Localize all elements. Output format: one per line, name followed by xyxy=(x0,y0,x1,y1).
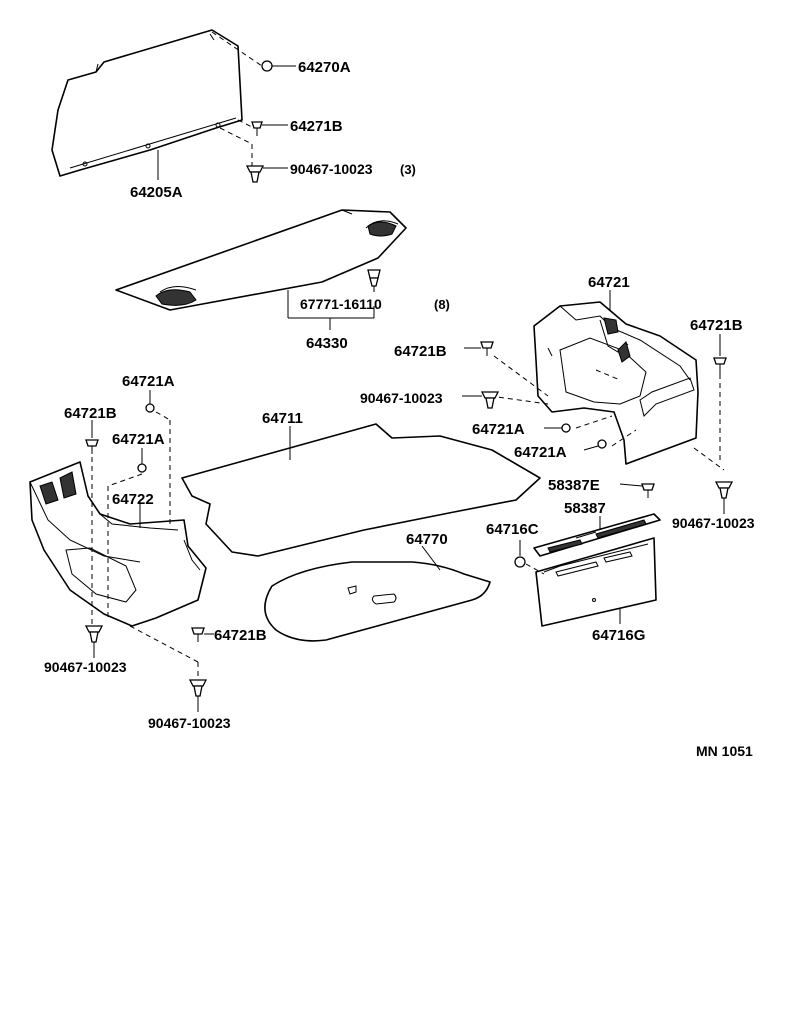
label-64330: 64330 xyxy=(306,335,348,352)
clip-64270A xyxy=(261,60,296,72)
clip-90467-l2 xyxy=(188,679,208,712)
label-64721B-l2: 64721B xyxy=(214,627,267,644)
trim-64722-left xyxy=(29,411,207,676)
clip-90467-r2 xyxy=(714,481,734,514)
label-64721B-r1: 64721B xyxy=(394,343,447,360)
label-90467-top: 90467-10023 xyxy=(290,161,373,177)
label-64722: 64722 xyxy=(112,491,154,508)
clip-64271B-top xyxy=(251,121,288,136)
label-90467-top-qty: (3) xyxy=(400,162,416,177)
label-90467-r2: 90467-10023 xyxy=(672,515,755,531)
label-64716C: 64716C xyxy=(486,521,539,538)
label-64271B: 64271B xyxy=(290,118,343,135)
label-58387: 58387 xyxy=(564,500,606,517)
trim-64721-right xyxy=(489,290,725,471)
clip-90467-r1 xyxy=(462,391,500,409)
label-64205A: 64205A xyxy=(130,184,183,201)
clip-64721A-r1 xyxy=(544,423,571,433)
clip-90467-l1 xyxy=(84,625,104,658)
label-64721: 64721 xyxy=(588,274,630,291)
board-64770 xyxy=(264,545,491,642)
clip-67771 xyxy=(367,269,381,292)
clip-64716C xyxy=(514,540,545,575)
clip-90467-top xyxy=(245,165,288,183)
clip-64721A-r2 xyxy=(583,439,607,451)
tray-64330 xyxy=(115,209,407,311)
trim-64716G xyxy=(535,537,657,627)
mat-64711 xyxy=(181,423,541,557)
panel-64205A xyxy=(51,29,263,177)
clip-64721B-r2 xyxy=(713,334,727,374)
clip-64721A-l2 xyxy=(137,448,147,473)
label-64721B-r2: 64721B xyxy=(690,317,743,334)
clip-64721A-l1 xyxy=(145,390,155,413)
label-64270A: 64270A xyxy=(298,59,351,76)
label-67771: 67771-16110 xyxy=(300,296,382,312)
label-90467-r1: 90467-10023 xyxy=(360,390,443,406)
label-64721A-r1: 64721A xyxy=(472,421,525,438)
clip-64721B-r1 xyxy=(464,341,494,356)
label-64716G: 64716G xyxy=(592,627,645,644)
sill-58387 xyxy=(533,513,661,557)
diagram-code: MN 1051 xyxy=(696,743,753,759)
label-64721A-l1: 64721A xyxy=(122,373,175,390)
label-64721B-l1: 64721B xyxy=(64,405,117,422)
label-64770: 64770 xyxy=(406,531,448,548)
clip-64721B-l2 xyxy=(191,627,214,642)
label-67771-qty: (8) xyxy=(434,297,450,312)
label-90467-l2: 90467-10023 xyxy=(148,715,231,731)
label-90467-l1: 90467-10023 xyxy=(44,659,127,675)
label-64711: 64711 xyxy=(262,410,303,427)
label-58387E: 58387E xyxy=(548,477,600,494)
clip-58387E xyxy=(619,483,655,498)
label-64721A-l2: 64721A xyxy=(112,431,165,448)
leader-64330 xyxy=(287,290,375,330)
clip-64721B-l1 xyxy=(85,420,99,454)
label-64721A-r2: 64721A xyxy=(514,444,567,461)
